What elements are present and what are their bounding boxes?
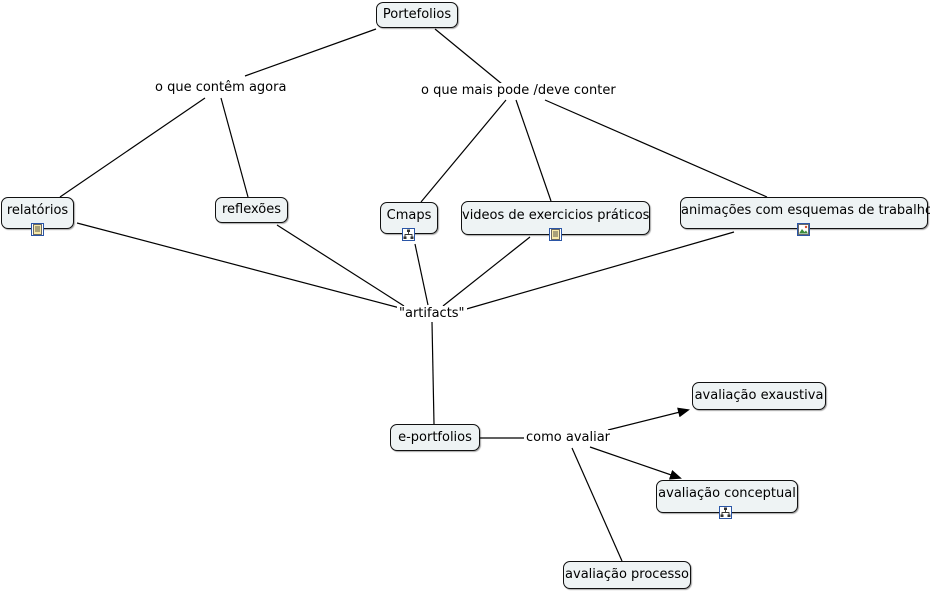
phrase-artifacts-text: "artifacts" [399,306,465,321]
image-icon[interactable] [797,223,810,236]
document-icon[interactable] [549,228,562,241]
concept-avaliacao-exaustiva[interactable]: avaliação exaustiva [692,382,826,410]
concept-videos-label: videos de exercicios práticos [462,208,650,223]
link-como-exaustiva [607,407,690,431]
concept-map-icon[interactable] [402,228,415,241]
link-relatorios-artifacts [76,222,401,309]
concept-eportfolios[interactable]: e-portfolios [390,424,480,451]
link-reflexoes-artifacts [276,224,405,307]
concept-reflexoes-label: reflexões [221,202,282,217]
link-videos-artifacts [442,236,531,307]
concept-reflexoes[interactable]: reflexões [215,197,288,223]
concept-animacoes-label: animações com esquemas de trabalho [681,203,930,218]
phrase-artifacts: "artifacts" [397,306,467,322]
phrase-contem-agora: o que contêm agora [153,80,289,96]
concept-map-icon[interactable] [719,506,732,519]
phrase-pode-conter-text: o que mais pode /deve conter [421,83,616,98]
concept-eportfolios-label: e-portfolios [398,430,472,445]
link-como-processo [571,447,623,562]
concept-cmaps-label: Cmaps [386,208,432,223]
link-contem-reflexoes [220,97,249,198]
phrase-como-avaliar-text: como avaliar [526,430,611,445]
concept-avaliacao-exaustiva-label: avaliação exaustiva [694,388,824,403]
concept-relatorios-label: relatórios [6,203,69,218]
phrase-como-avaliar: como avaliar [524,430,613,446]
link-portefolios-contem [244,28,377,77]
link-animacoes-artifacts [462,231,735,311]
concept-avaliacao-conceptual-label: avaliação conceptual [658,486,796,501]
link-artifacts-eportfolios [431,321,435,425]
phrase-pode-conter: o que mais pode /deve conter [419,83,618,99]
concept-portefolios-label: Portefolios [382,7,452,22]
link-pode-cmaps [420,99,507,203]
link-pode-animacoes [544,99,768,198]
concept-portefolios[interactable]: Portefolios [376,2,458,28]
link-portefolios-pode [434,28,503,85]
concept-avaliacao-processo-label: avaliação processo [565,567,689,582]
concept-avaliacao-processo[interactable]: avaliação processo [563,561,691,589]
phrase-contem-agora-text: o que contêm agora [155,80,287,95]
link-como-conceptual [589,446,682,480]
document-icon[interactable] [31,223,44,236]
link-cmaps-artifacts [414,243,429,306]
link-pode-videos [515,99,552,202]
concept-videos[interactable]: videos de exercicios práticos [461,201,650,235]
concept-cmaps[interactable]: Cmaps [380,202,438,234]
link-contem-relatorios [59,97,206,198]
